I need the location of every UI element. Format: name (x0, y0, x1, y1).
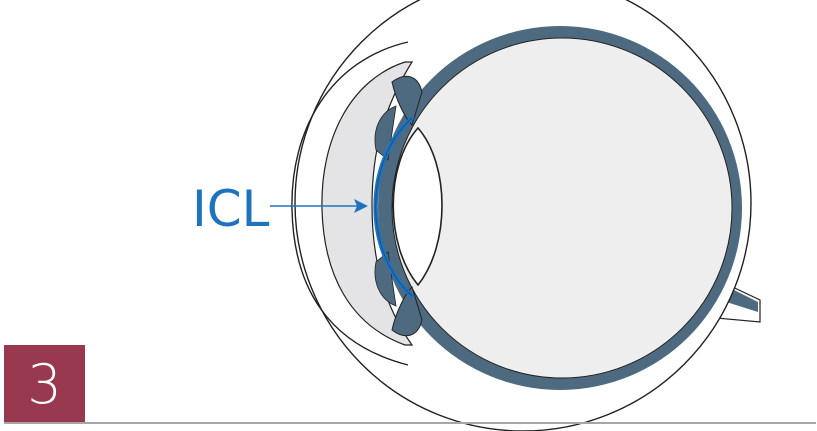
cornea-outer-outline (291, 41, 409, 366)
lower-ciliary-process (374, 251, 397, 307)
icl-pointer-arrowhead (354, 199, 368, 213)
footer-divider (4, 422, 816, 424)
step-badge: 3 (4, 345, 85, 423)
vitreous-body (391, 37, 733, 379)
crystalline-lens (392, 126, 443, 287)
upper-ciliary-process (374, 105, 397, 161)
upper-iris (391, 75, 423, 126)
anterior-chamber (321, 61, 414, 346)
icl-label: ICL (192, 180, 270, 238)
step-number: 3 (27, 353, 62, 416)
icl-implant-edge (375, 117, 413, 297)
lower-iris (391, 286, 423, 337)
